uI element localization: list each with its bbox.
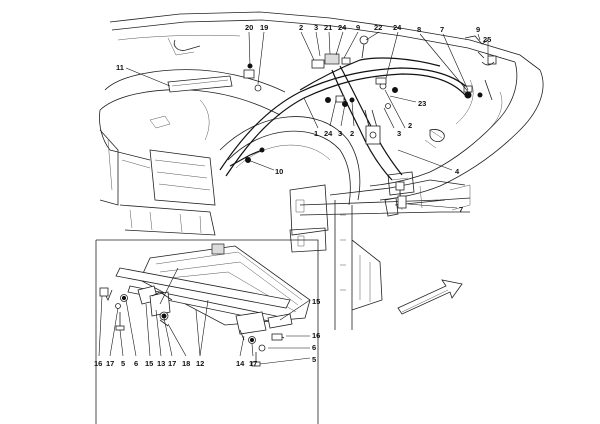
callout-1: 1: [314, 129, 318, 138]
callout-11: 11: [116, 63, 124, 72]
cable-junction-block: [324, 53, 340, 65]
callout-6: 6: [134, 359, 138, 368]
callout-4: 4: [455, 167, 460, 176]
callout-3: 3: [397, 129, 401, 138]
callout-3: 3: [314, 23, 318, 32]
callout-9: 9: [476, 25, 480, 34]
release-cables: [167, 35, 497, 209]
callout-18: 18: [182, 359, 190, 368]
callout-7: 7: [440, 25, 444, 34]
forward-direction-arrow: [397, 279, 463, 315]
callout-24: 24: [338, 23, 347, 32]
callout-22: 22: [374, 23, 382, 32]
callout-14: 14: [236, 359, 245, 368]
callout-20: 20: [245, 23, 253, 32]
callout-2: 2: [350, 129, 354, 138]
trim-strip-12: [115, 267, 291, 309]
cable-connector-top: [311, 59, 325, 69]
callout-9: 9: [356, 23, 360, 32]
callout-24: 24: [393, 23, 402, 32]
callout-7: 7: [459, 205, 463, 214]
callout-5: 5: [121, 359, 125, 368]
detail-inset: [95, 239, 319, 424]
callout-25: 25: [483, 35, 491, 44]
callout-16: 16: [312, 331, 320, 340]
callout-6: 6: [312, 343, 316, 352]
callout-16: 16: [94, 359, 102, 368]
callout-17: 17: [106, 359, 114, 368]
callout-17: 17: [168, 359, 176, 368]
callout-15: 15: [312, 297, 320, 306]
callout-2: 2: [299, 23, 303, 32]
callout-13: 13: [157, 359, 165, 368]
callout-5: 5: [312, 355, 316, 364]
callout-12: 12: [196, 359, 204, 368]
trim-panel-11: [167, 75, 233, 93]
callout-24: 24: [324, 129, 333, 138]
callout-labels: 20 19 2 3 21 24 9 22 24 8 7 9 25 11 23 1…: [94, 23, 491, 368]
callout-2: 2: [408, 121, 412, 130]
callout-10: 10: [275, 167, 283, 176]
callout-8: 8: [417, 25, 421, 34]
callout-17: 17: [249, 359, 257, 368]
callout-3: 3: [338, 129, 342, 138]
hood-latch: [365, 125, 381, 145]
callout-15: 15: [145, 359, 153, 368]
callout-19: 19: [260, 23, 268, 32]
callout-23: 23: [418, 99, 426, 108]
callout-21: 21: [324, 23, 332, 32]
leader-lines: [98, 31, 489, 365]
